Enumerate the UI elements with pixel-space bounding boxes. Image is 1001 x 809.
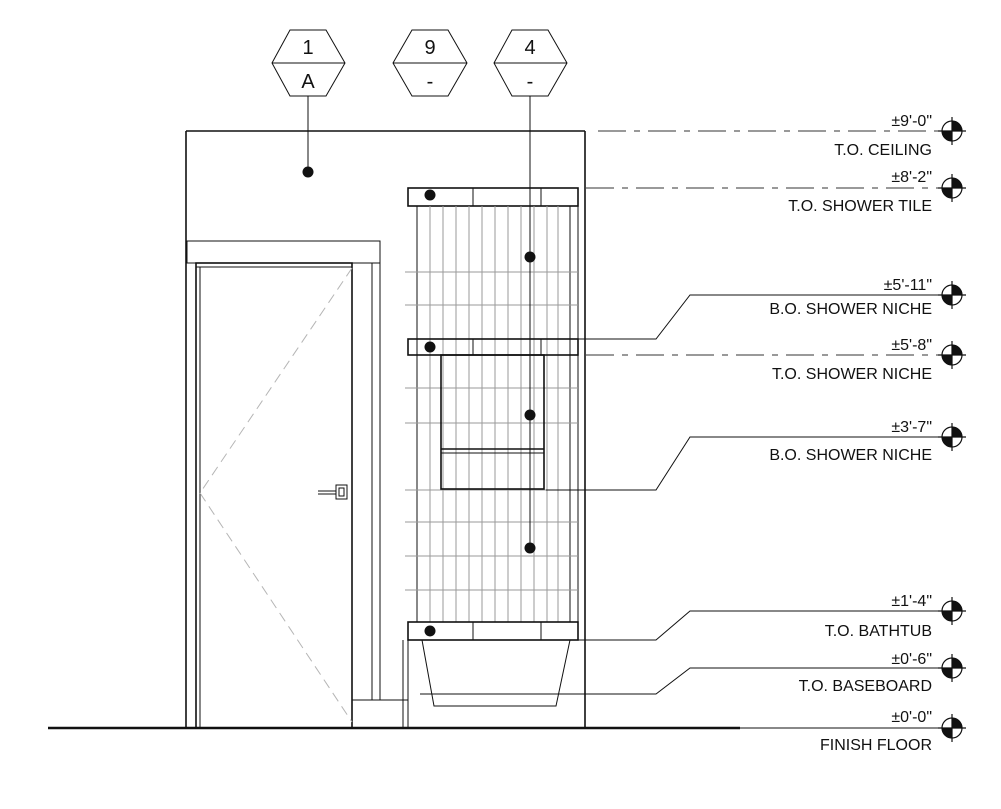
level-name: T.O. SHOWER TILE [788,198,932,215]
level-value: ±9'-0" [891,113,932,130]
level-target-icon [938,654,966,682]
level-name: T.O. BATHTUB [825,623,932,640]
baseboard [199,690,408,728]
shower-tile-wall [405,187,579,641]
level-target-icon [938,117,966,145]
tag-3-bottom: - [527,71,534,93]
level-target-icon [938,714,966,742]
tag-1-top: 1 [302,37,313,59]
level-name: T.O. BASEBOARD [799,678,932,695]
tag-3-top: 4 [524,37,535,59]
level-name: B.O. SHOWER NICHE [769,447,932,464]
tag-2-top: 9 [424,37,435,59]
bathtub [402,639,571,728]
level-target-icon [938,597,966,625]
level-value: ±8'-2" [891,169,932,186]
door [195,262,353,729]
level-labels: ±9'-0" T.O. CEILING ±8'-2" T.O. SHOWER T… [769,113,932,754]
level-value: ±0'-0" [891,709,932,726]
shower-niche [440,354,545,490]
level-name: B.O. SHOWER NICHE [769,301,932,318]
level-target-icon [938,423,966,451]
level-target-icon [938,174,966,202]
level-name: FINISH FLOOR [820,737,932,754]
room-outline [185,130,586,728]
level-value: ±3'-7" [891,419,932,436]
level-value: ±5'-11" [884,277,932,294]
reference-dots [302,166,536,637]
level-target-icons [938,117,966,742]
level-value: ±5'-8" [891,337,932,354]
tag-1-bottom: A [301,71,315,93]
hex-tag-2: 9 - [392,29,468,97]
level-name: T.O. CEILING [834,142,932,159]
level-target-icon [938,341,966,369]
level-value: ±1'-4" [891,593,932,610]
level-name: T.O. SHOWER NICHE [772,366,932,383]
level-lines [420,130,940,729]
level-target-icon [938,281,966,309]
tag-2-bottom: - [427,71,434,93]
tag-leaders [307,96,531,548]
level-value: ±0'-6" [891,651,932,668]
door-handle-icon [318,484,348,500]
hex-tag-3: 4 - [493,29,568,97]
door-header [186,240,381,700]
hex-tag-1: 1 A [271,29,346,97]
